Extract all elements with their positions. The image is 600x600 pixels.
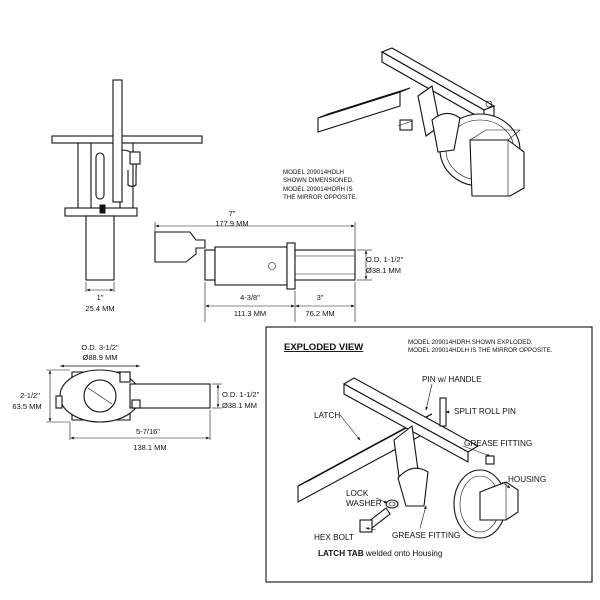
label-split-roll-pin: SPLIT ROLL PIN	[454, 407, 516, 416]
plate-od-metric: Ø88.9 MM	[82, 353, 117, 362]
body-imperial: 4-3/8"	[240, 293, 260, 302]
height-metric: 63.5 MM	[12, 402, 41, 411]
label-latch: LATCH	[314, 411, 340, 420]
overall-imperial: 7"	[229, 209, 236, 218]
label-hex-bolt: HEX BOLT	[314, 533, 354, 542]
height-imperial: 2-1/2"	[20, 391, 40, 400]
exploded-view-title: EXPLODED VIEW	[284, 342, 363, 353]
side-view: 1" 25.4 MM	[51, 79, 203, 313]
caption-latch-tab: LATCH TAB	[318, 549, 364, 558]
front-view: O.D. 3-1/2" Ø88.9 MM 2-1/2" 63.5 MM O.D.…	[12, 343, 259, 452]
top-view: 7" 177.9 MM 4-3/8" 111.3 MM 3" 76.2 MM O…	[154, 209, 404, 322]
top-od-metric: Ø38.1 MM	[366, 266, 401, 275]
model-note-line1: MODEL 209014HDLH	[283, 169, 344, 176]
label-grease-fitting-top: GREASE FITTING	[464, 439, 532, 448]
model-note: MODEL 209014HDLH SHOWN DIMENSIONED. MODE…	[283, 169, 358, 201]
body-metric: 111.3 MM	[234, 309, 266, 318]
bolt-imperial: 3"	[317, 293, 324, 302]
front-od-imperial: O.D. 1-1/2"	[222, 390, 260, 399]
caption-welded: welded onto Housing	[364, 549, 443, 558]
label-housing: HOUSING	[508, 475, 546, 484]
exploded-view-panel: EXPLODED VIEW MODEL 209014HDRH SHOWN EXP…	[265, 326, 593, 583]
label-pin-with-handle: PIN w/ HANDLE	[422, 375, 482, 384]
length-metric: 138.1 MM	[133, 443, 166, 452]
label-grease-fitting-bottom: GREASE FITTING	[392, 531, 460, 540]
exploded-note-line2: MODEL 209014HDLH IS THE MIRROR OPPOSITE.	[408, 347, 553, 354]
label-lock: LOCK	[346, 489, 369, 498]
exploded-caption: LATCH TAB welded onto Housing	[318, 549, 443, 558]
label-washer: WASHER	[346, 499, 382, 508]
side-width-imperial: 1"	[97, 293, 104, 302]
top-od-imperial: O.D. 1-1/2"	[366, 255, 404, 264]
model-note-line4: THE MIRROR OPPOSITE.	[283, 194, 358, 201]
side-width-metric: 25.4 MM	[85, 304, 114, 313]
front-od-metric: Ø38.1 MM	[222, 401, 257, 410]
overall-metric: 177.9 MM	[215, 219, 248, 228]
length-imperial: 5-7/16"	[136, 427, 160, 436]
plate-od-imperial: O.D. 3-1/2"	[81, 343, 119, 352]
isometric-assembled-view	[317, 47, 525, 197]
bolt-metric: 76.2 MM	[305, 309, 334, 318]
model-note-line3: MODEL 209014HDRH IS	[283, 186, 353, 193]
model-note-line2: SHOWN DIMENSIONED.	[283, 177, 354, 184]
exploded-note-line1: MODEL 209014HDRH SHOWN EXPLODED.	[408, 339, 533, 346]
